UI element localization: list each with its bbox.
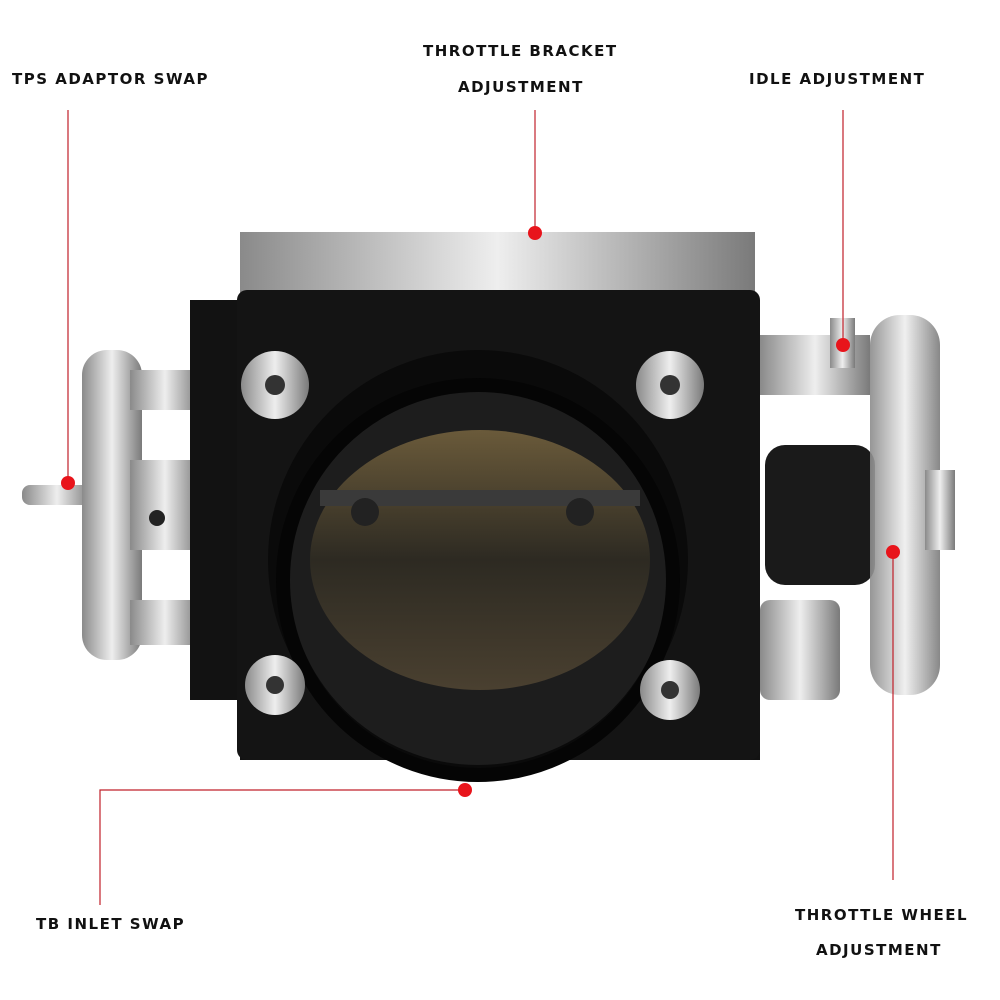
- idle-label: IDLE ADJUSTMENT: [749, 70, 926, 88]
- tps-adaptor-label: TPS ADAPTOR SWAP: [12, 70, 209, 88]
- tps-marker: [61, 476, 75, 490]
- bracket-label-line1: THROTTLE BRACKET: [423, 42, 618, 60]
- callout-lines: [67, 110, 894, 905]
- callout-markers: [61, 226, 900, 797]
- throttle-wheel: [760, 315, 955, 700]
- bracket-label-line2: ADJUSTMENT: [458, 78, 584, 96]
- wheel-label-line2: ADJUSTMENT: [816, 941, 942, 959]
- bracket-marker: [528, 226, 542, 240]
- inlet-label: TB INLET SWAP: [36, 915, 186, 933]
- tps-adaptor: [22, 350, 200, 660]
- idle-marker: [836, 338, 850, 352]
- wheel-marker: [886, 545, 900, 559]
- wheel-label-line1: THROTTLE WHEEL: [795, 906, 969, 924]
- inlet-marker: [458, 783, 472, 797]
- throttle-body: [190, 232, 760, 782]
